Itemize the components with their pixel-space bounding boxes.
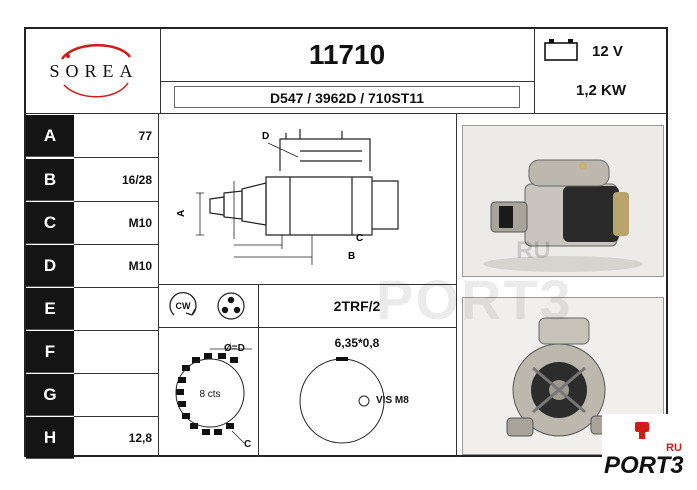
badge-ru: RU <box>666 442 682 454</box>
starter-dimension-diagram: D A B C <box>162 117 452 277</box>
part-references: D547 / 3962D / 710ST11 <box>269 90 425 106</box>
spec-row-divider <box>74 416 158 417</box>
spec-value-e <box>76 288 158 330</box>
part-divider <box>160 81 534 82</box>
spec-value-b: 16/28 <box>121 173 152 187</box>
diagram-label-d: D <box>262 131 269 142</box>
logo-swirl <box>60 44 132 98</box>
value-column-divider <box>158 113 159 457</box>
logo-divider <box>160 29 161 113</box>
diagram-label-b: B <box>348 251 355 262</box>
header-divider <box>26 113 666 114</box>
diagram-label-c: C <box>356 233 363 244</box>
spec-letter-f: F <box>26 331 74 373</box>
spec-row-divider <box>74 244 158 245</box>
spec-letter-a: A <box>26 115 74 157</box>
rotation-top-divider <box>158 284 456 285</box>
spec-value-f <box>76 331 158 373</box>
watermark-ru: RU <box>516 237 551 264</box>
piston-icon <box>632 420 652 440</box>
spec-row-divider <box>74 287 158 288</box>
pinion-gear-diagram: Ø=D 8 cts C <box>162 331 256 453</box>
spec-letter-h: H <box>26 417 74 459</box>
spec-letter-b: B <box>26 159 74 201</box>
mount-bolt: VIS M8 <box>376 395 409 406</box>
spec-value-g <box>76 374 158 416</box>
starter-side-photo <box>462 125 664 277</box>
part-number: 11710 <box>308 39 386 70</box>
terminal-type: 2TRF/2 <box>333 297 381 314</box>
mount-flange-diagram <box>294 353 404 449</box>
terminal-connector-icon <box>214 291 248 321</box>
spec-value-d: M10 <box>128 259 152 273</box>
battery-icon <box>544 37 578 61</box>
spec-letter-g: G <box>26 374 74 416</box>
pinion-divider <box>258 327 259 457</box>
diagram-label-a: A <box>176 210 187 217</box>
spec-value-h: 12,8 <box>128 431 152 445</box>
mount-dimension: 6,35*0,8 <box>334 336 380 350</box>
rotation-bottom-divider <box>158 327 456 328</box>
spec-row-divider <box>74 201 158 202</box>
rotation-divider <box>258 284 259 327</box>
photo-column-divider <box>456 113 457 457</box>
badge-port3: PORT3 <box>604 452 684 479</box>
spec-letter-d: D <box>26 245 74 287</box>
logo-text: SOREA <box>49 60 139 81</box>
voltage: 12 V <box>592 43 623 60</box>
pinion-label-c: C <box>244 439 252 450</box>
sorea-logo: SOREA <box>34 39 154 103</box>
spec-value-c: M10 <box>128 216 152 230</box>
references-frame <box>174 86 520 108</box>
spec-letter-c: C <box>26 202 74 244</box>
rotation-cw-icon: CW <box>166 291 200 321</box>
datasheet: SOREA 11710 D547 / 3962D / 710ST11 12 V … <box>24 27 668 459</box>
spec-row-divider <box>74 373 158 374</box>
spec-row-divider <box>74 330 158 331</box>
voltage-divider <box>534 29 535 113</box>
pinion-diameter-label: Ø=D <box>224 343 245 354</box>
starter-front-photo <box>462 297 664 455</box>
spec-value-a: 77 <box>138 129 152 143</box>
pinion-teeth-count: 8 cts <box>199 388 221 400</box>
port3-badge: RU PORT3 <box>602 414 694 482</box>
spec-row-divider <box>74 157 158 158</box>
power: 1,2 KW <box>575 81 626 99</box>
watermark-port3: PORT3 <box>376 268 573 331</box>
rotation-direction: CW <box>175 301 191 311</box>
spec-letter-e: E <box>26 288 74 330</box>
